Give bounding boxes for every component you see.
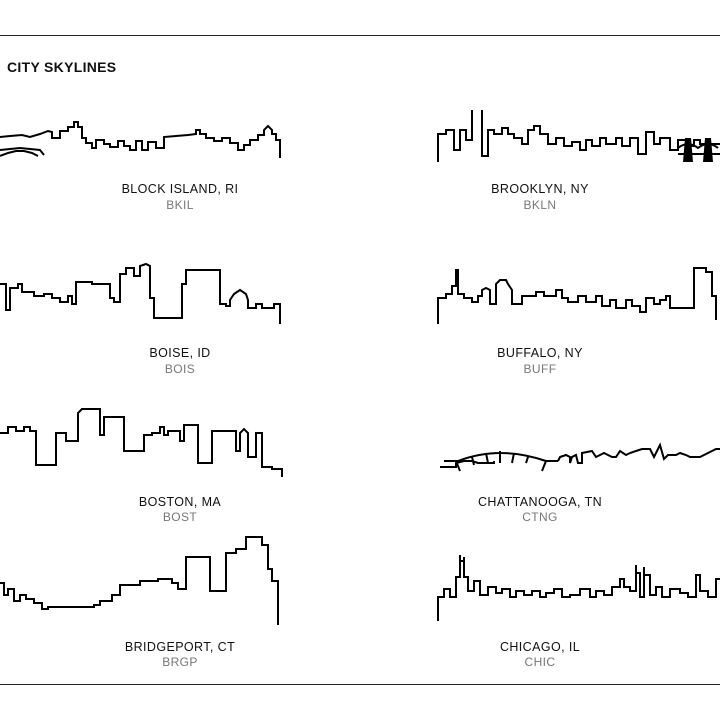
skyline-card-block-island[interactable]: BLOCK ISLAND, RI BKIL [0,110,360,270]
chicago-skyline-icon [437,555,720,621]
skyline-code: BOST [162,510,198,524]
skyline-card-boise[interactable]: BOISE, ID BOIS [0,260,360,420]
skyline-code: BKIL [166,198,194,212]
skyline-code: BUFF [523,362,557,376]
top-rule [0,35,720,36]
skyline-card-bridgeport[interactable]: BRIDGEPORT, CT BRGP [0,535,360,695]
boston-skyline-icon [0,408,283,477]
skyline-code: BOIS [164,362,196,376]
boise-skyline-icon [0,262,281,324]
chattanooga-skyline-icon [440,442,720,472]
skyline-card-buffalo[interactable]: BUFFALO, NY BUFF [360,260,720,420]
skyline-name: BLOCK ISLAND, RI [121,182,239,196]
skyline-name: BUFFALO, NY [497,346,583,360]
brooklyn-skyline-icon [437,110,720,162]
skyline-name: BROOKLYN, NY [491,182,589,196]
skyline-code: BRGP [162,655,198,669]
skyline-name: CHATTANOOGA, TN [477,495,603,509]
skyline-name: BRIDGEPORT, CT [124,640,236,654]
skyline-card-brooklyn[interactable]: BROOKLYN, NY BKLN [360,110,720,270]
bridgeport-skyline-icon [0,536,279,625]
skyline-name: BOSTON, MA [138,495,222,509]
skyline-code: CTNG [522,510,558,524]
skyline-card-chicago[interactable]: CHICAGO, IL CHIC [360,535,720,695]
page-title: CITY SKYLINES [7,59,117,75]
block-island-skyline-icon [0,121,281,158]
skyline-card-boston[interactable]: BOSTON, MA BOST [0,405,360,565]
skyline-name: BOISE, ID [149,346,211,360]
skyline-code: CHIC [524,655,556,669]
bottom-rule [0,684,720,685]
skyline-card-chattanooga[interactable]: CHATTANOOGA, TN CTNG [360,405,720,565]
buffalo-skyline-icon [437,267,717,324]
skyline-code: BKLN [523,198,557,212]
skyline-name: CHICAGO, IL [499,640,581,654]
